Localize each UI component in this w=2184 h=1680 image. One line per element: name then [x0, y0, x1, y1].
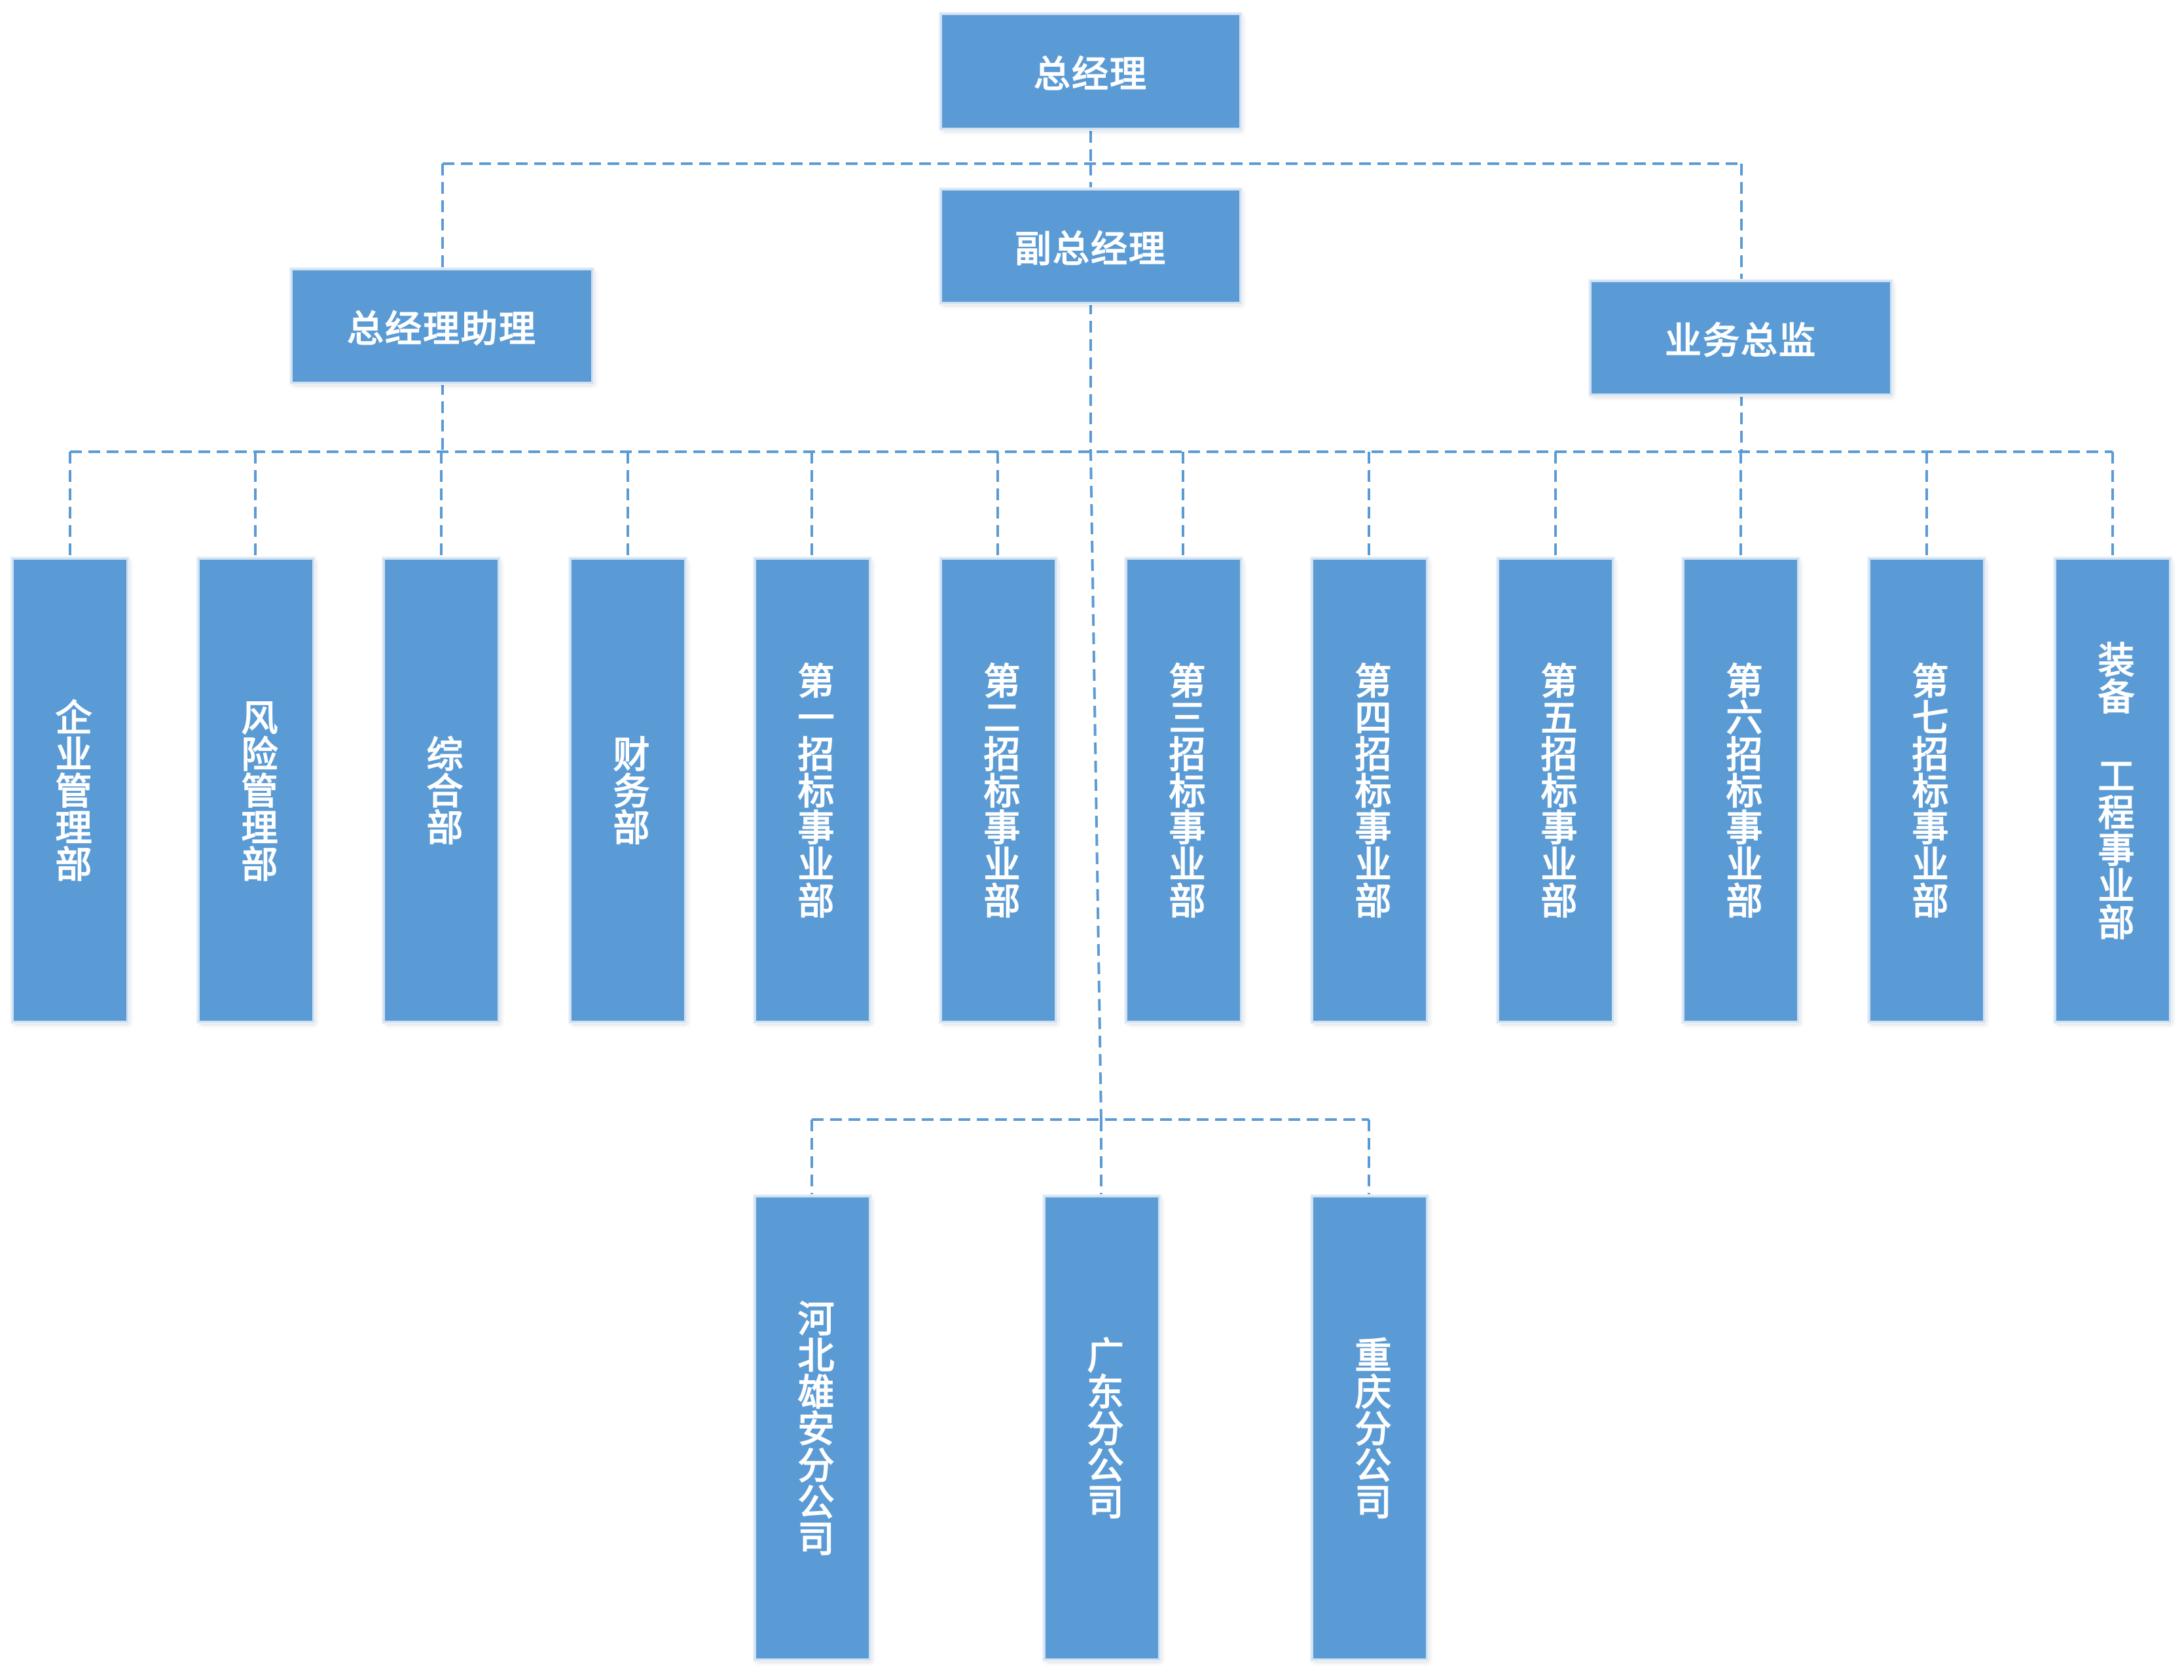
connector-vice-gm-down — [1089, 302, 1102, 1120]
node-department: 第七招标事业部 — [1868, 558, 1985, 1023]
node-vice-general-manager-label: 副总经理 — [1015, 228, 1167, 271]
node-gm-assistant: 总经理助理 — [291, 268, 593, 384]
department-label: 第七招标事业部 — [1906, 662, 1948, 919]
node-gm-assistant-label: 总经理助理 — [347, 308, 537, 351]
node-branch: 广东分公司 — [1044, 1196, 1160, 1660]
department-label: 装备 工程事业部 — [2092, 640, 2134, 940]
department-label: 第五招标事业部 — [1535, 662, 1577, 919]
node-business-director: 业务总监 — [1590, 280, 1892, 395]
node-branch: 重庆分公司 — [1311, 1196, 1428, 1660]
branch-label: 广东分公司 — [1081, 1336, 1123, 1520]
node-branch: 河北雄安分公司 — [754, 1196, 871, 1660]
department-label: 第四招标事业部 — [1349, 662, 1391, 919]
branch-label: 重庆分公司 — [1349, 1336, 1391, 1520]
node-department: 企业管理部 — [12, 558, 128, 1023]
node-business-director-label: 业务总监 — [1665, 320, 1817, 363]
department-label: 第二招标事业部 — [977, 662, 1020, 919]
node-general-manager-label: 总经理 — [1034, 53, 1148, 96]
department-label: 第一招标事业部 — [792, 662, 834, 919]
node-department: 综合部 — [383, 558, 500, 1023]
node-vice-general-manager: 副总经理 — [940, 189, 1241, 304]
department-label: 综合部 — [420, 735, 463, 845]
node-department: 第二招标事业部 — [940, 558, 1057, 1023]
node-department: 第六招标事业部 — [1683, 558, 1799, 1023]
node-general-manager: 总经理 — [940, 13, 1241, 130]
node-department: 第五招标事业部 — [1497, 558, 1614, 1023]
node-department: 财务部 — [570, 558, 686, 1023]
department-label: 第三招标事业部 — [1163, 662, 1205, 919]
node-department: 第一招标事业部 — [754, 558, 871, 1023]
department-label: 风险管理部 — [235, 699, 278, 882]
branch-label: 河北雄安分公司 — [792, 1300, 834, 1556]
node-department: 第四招标事业部 — [1311, 558, 1428, 1023]
node-department: 第三招标事业部 — [1125, 558, 1242, 1023]
department-label: 财务部 — [607, 735, 649, 845]
department-label: 企业管理部 — [49, 699, 92, 882]
node-department: 装备 工程事业部 — [2054, 558, 2171, 1023]
node-department: 风险管理部 — [198, 558, 314, 1023]
department-label: 第六招标事业部 — [1720, 662, 1762, 919]
